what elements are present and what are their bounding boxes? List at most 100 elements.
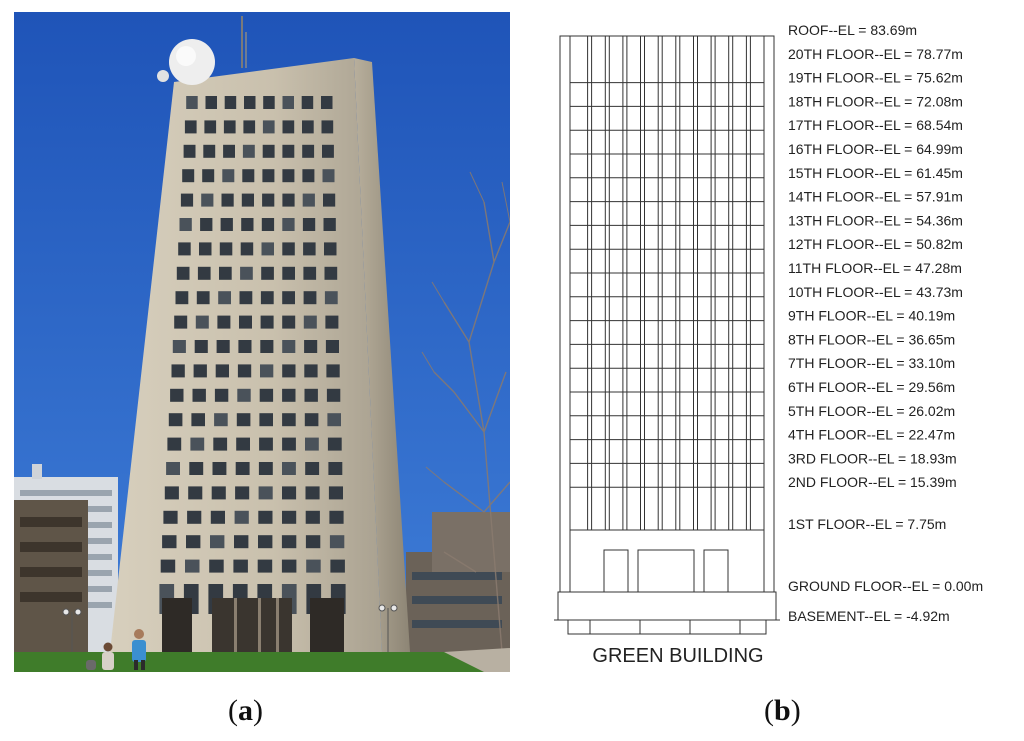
photo-window: [179, 218, 192, 231]
level-label: 9TH FLOOR--EL = 40.19m: [788, 308, 955, 324]
photo-window: [235, 486, 250, 500]
level-label: 16TH FLOOR--EL = 64.99m: [788, 141, 963, 157]
basement-footing: [567, 619, 767, 635]
level-label: 12TH FLOOR--EL = 50.82m: [788, 236, 963, 252]
photo-window: [326, 364, 340, 378]
photo-window: [322, 169, 335, 183]
photo-window: [223, 144, 235, 158]
photo-window: [262, 193, 275, 207]
photo-window: [261, 218, 275, 231]
photo-window: [282, 169, 295, 183]
photo-window: [282, 413, 296, 427]
photo-window: [186, 535, 201, 549]
photo-window: [175, 291, 189, 305]
photo-window: [222, 169, 235, 183]
photo-window: [210, 510, 225, 524]
background-building-right: [406, 512, 510, 652]
photo-window: [241, 218, 254, 231]
photo-window: [257, 559, 273, 573]
photo-window: [171, 364, 185, 378]
photo-window: [282, 462, 296, 475]
level-label: 8TH FLOOR--EL = 36.65m: [788, 331, 955, 347]
photo-window: [327, 413, 341, 427]
photo-window: [304, 364, 318, 378]
photo-window: [261, 242, 274, 256]
photo-window: [178, 242, 191, 256]
photo-window: [211, 486, 226, 500]
walkway: [444, 648, 510, 672]
photo-window: [305, 510, 320, 524]
background-building-left: [14, 464, 118, 652]
photo-window: [321, 96, 333, 109]
photo-window: [214, 388, 229, 402]
photo-window: [258, 462, 273, 475]
photo-window: [282, 242, 295, 256]
photo-window: [237, 388, 251, 402]
photo-window: [234, 510, 249, 524]
caption-b-close: ): [790, 694, 801, 727]
photo-window: [282, 437, 296, 451]
entrance: [703, 549, 729, 593]
photo-window: [203, 144, 216, 158]
photo-window: [234, 535, 249, 549]
caption-b-letter: b: [774, 694, 791, 727]
photo-window: [282, 340, 296, 353]
photo-window: [174, 315, 188, 329]
level-label: 13TH FLOOR--EL = 54.36m: [788, 212, 963, 228]
photo-window: [241, 193, 254, 207]
photo-window: [325, 315, 339, 329]
level-label: 10TH FLOOR--EL = 43.73m: [788, 284, 963, 300]
photo-window: [258, 535, 273, 549]
photo-window: [262, 169, 275, 183]
photo-window: [302, 144, 315, 158]
photo-window: [215, 364, 229, 378]
photo-window: [168, 413, 183, 427]
level-label: 5TH FLOOR--EL = 26.02m: [788, 403, 955, 419]
photo-window: [243, 120, 256, 134]
photo-window: [201, 193, 214, 207]
photo-window: [216, 340, 230, 353]
photo-window: [164, 486, 179, 500]
photo-window: [214, 413, 228, 427]
photo-window: [233, 559, 248, 573]
photo-window: [305, 486, 320, 500]
photo-window: [282, 193, 295, 207]
level-label: 7TH FLOOR--EL = 33.10m: [788, 355, 955, 371]
caption-b-open: (: [764, 694, 774, 727]
drawing-title: GREEN BUILDING: [592, 645, 763, 667]
photo-window: [199, 242, 212, 256]
photo-window: [261, 266, 274, 280]
photo-window: [191, 413, 205, 427]
photo-window: [304, 388, 318, 402]
photo-window: [182, 169, 195, 183]
photo-window: [239, 315, 252, 329]
photo-window: [303, 291, 317, 305]
photo-window: [170, 388, 184, 402]
photo-window: [204, 120, 217, 134]
photo-window: [325, 340, 339, 353]
photo-window: [210, 535, 225, 549]
entrance: [603, 549, 629, 593]
photo-window: [218, 291, 231, 305]
level-label: 4TH FLOOR--EL = 22.47m: [788, 427, 955, 443]
photo-window: [186, 96, 198, 109]
photo-window: [235, 462, 250, 475]
photo-window: [302, 169, 315, 183]
photo-window: [327, 437, 342, 451]
photo-window: [236, 413, 251, 427]
photo-window: [302, 218, 316, 231]
caption-a-letter: a: [238, 694, 253, 727]
photo-window: [239, 291, 253, 305]
level-label: 20TH FLOOR--EL = 78.77m: [788, 46, 963, 62]
level-label: GROUND FLOOR--EL = 0.00m: [788, 578, 983, 594]
photo-window: [282, 291, 295, 305]
photo-window: [195, 315, 209, 329]
photo-window: [185, 559, 200, 573]
tower-side-wall: [354, 58, 410, 652]
photo-window: [324, 266, 338, 280]
photo-window: [236, 437, 250, 451]
bare-tree: [421, 171, 510, 653]
photo-window: [282, 364, 296, 378]
photo-window: [184, 120, 197, 134]
